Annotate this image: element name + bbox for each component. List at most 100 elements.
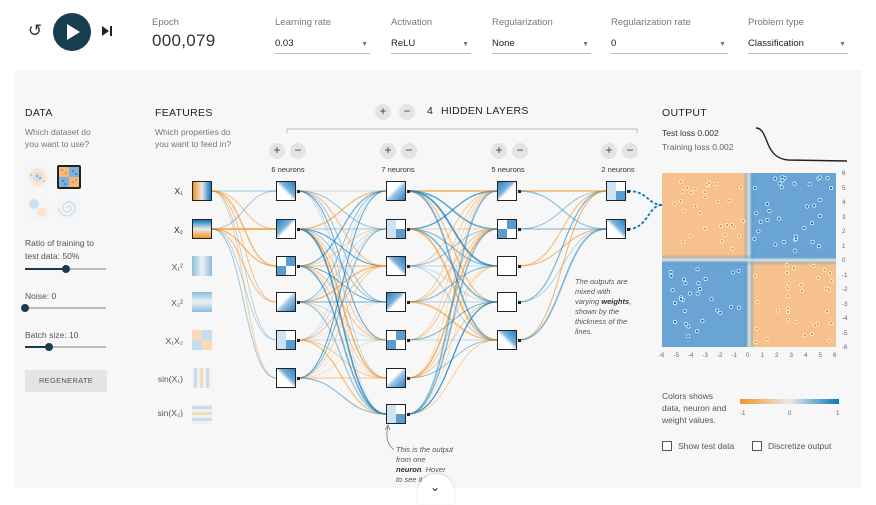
neuron-l2-n2[interactable] — [386, 219, 410, 239]
neuron-l1-n4[interactable] — [276, 292, 300, 312]
step-forward-button[interactable] — [101, 24, 115, 38]
weight-link[interactable] — [297, 190, 387, 379]
neuron-l1-n2[interactable] — [276, 219, 300, 239]
weight-link[interactable] — [407, 190, 498, 341]
neuron-l1-n6[interactable] — [276, 368, 300, 388]
feature-sin-x1[interactable] — [192, 368, 212, 388]
refresh-icon[interactable]: ↺ — [27, 21, 43, 40]
neuron-l4-n1[interactable] — [606, 181, 630, 201]
weight-link[interactable] — [297, 228, 387, 303]
noise-slider-knob[interactable] — [21, 304, 29, 312]
weight-link[interactable] — [297, 377, 387, 415]
weight-link[interactable] — [407, 228, 498, 267]
weight-link[interactable] — [297, 228, 387, 379]
layer-2-remove-neuron-button[interactable]: − — [401, 143, 417, 159]
weight-link[interactable] — [297, 301, 387, 341]
weight-link[interactable] — [211, 190, 277, 379]
play-button[interactable] — [53, 13, 91, 51]
dataset-circle-thumbnail[interactable] — [26, 165, 50, 189]
weight-link[interactable] — [518, 228, 607, 341]
weight-link[interactable] — [407, 190, 498, 230]
layer-1-remove-neuron-button[interactable]: − — [290, 143, 306, 159]
neuron-l2-n5[interactable] — [386, 330, 410, 350]
weight-link[interactable] — [211, 190, 277, 230]
regularization-rate-select[interactable]: 0▼ — [611, 36, 728, 54]
feature-sin-x2[interactable] — [192, 404, 212, 424]
discretize-output-checkbox[interactable] — [752, 441, 762, 451]
layer-3-remove-neuron-button[interactable]: − — [512, 143, 528, 159]
neuron-l2-n4[interactable] — [386, 292, 410, 312]
weight-link[interactable] — [211, 228, 277, 379]
problem-type-select[interactable]: Classification▼ — [748, 36, 848, 54]
weight-link[interactable] — [211, 228, 277, 341]
weight-link[interactable] — [407, 301, 498, 379]
weight-link[interactable] — [407, 190, 498, 303]
neuron-l3-n3[interactable] — [497, 256, 521, 276]
dataset-gaussian-thumbnail[interactable] — [26, 196, 50, 220]
dataset-xor-thumbnail[interactable] — [57, 165, 81, 189]
neuron-l1-n1[interactable] — [276, 181, 300, 201]
weight-link[interactable] — [407, 190, 498, 415]
regenerate-button[interactable]: REGENERATE — [25, 370, 107, 392]
weight-link[interactable] — [407, 190, 498, 267]
weight-link[interactable] — [407, 265, 498, 415]
weight-link[interactable] — [407, 301, 498, 341]
weight-link[interactable] — [211, 190, 277, 230]
neuron-l3-n4[interactable] — [497, 292, 521, 312]
weight-link[interactable] — [297, 265, 387, 379]
neuron-l3-n1[interactable] — [497, 181, 521, 201]
weight-link[interactable] — [297, 190, 387, 267]
feature-x1[interactable] — [192, 181, 212, 201]
regularization-select[interactable]: None▼ — [492, 36, 591, 54]
feature-x1x2[interactable] — [192, 330, 212, 350]
weight-link[interactable] — [407, 265, 498, 379]
weight-link[interactable] — [518, 190, 607, 341]
weight-link[interactable] — [297, 190, 387, 341]
weight-link[interactable] — [297, 301, 387, 341]
weight-link[interactable] — [407, 190, 498, 379]
layer-2-add-neuron-button[interactable]: + — [380, 143, 396, 159]
layer-3-add-neuron-button[interactable]: + — [491, 143, 507, 159]
weight-link[interactable] — [407, 228, 498, 379]
weight-link[interactable] — [211, 228, 277, 267]
weight-link[interactable] — [297, 190, 387, 341]
weight-link[interactable] — [297, 339, 387, 415]
learning-rate-select[interactable]: 0.03▼ — [275, 36, 370, 54]
weight-link[interactable] — [407, 228, 498, 341]
weight-link[interactable] — [297, 190, 387, 230]
weight-link[interactable] — [211, 228, 277, 303]
neuron-l2-n1[interactable] — [386, 181, 410, 201]
layer-1-add-neuron-button[interactable]: + — [269, 143, 285, 159]
feature-x1-squared[interactable] — [192, 256, 212, 276]
remove-layer-button[interactable]: − — [399, 104, 415, 120]
batch-size-slider[interactable] — [25, 343, 106, 351]
weight-link[interactable] — [297, 339, 387, 379]
neuron-l3-n5[interactable] — [497, 330, 521, 350]
activation-select[interactable]: ReLU▼ — [391, 36, 471, 54]
output-heatmap[interactable] — [662, 173, 836, 347]
weight-link[interactable] — [297, 190, 387, 303]
weight-link[interactable] — [518, 190, 607, 303]
batch-size-slider-knob[interactable] — [45, 343, 54, 351]
neuron-l4-n2[interactable] — [606, 219, 630, 239]
weight-link[interactable] — [297, 228, 387, 267]
weight-link[interactable] — [297, 228, 387, 303]
weight-link[interactable] — [407, 228, 498, 267]
weight-link[interactable] — [407, 228, 498, 415]
weight-link[interactable] — [297, 301, 387, 379]
noise-slider[interactable] — [21, 304, 106, 312]
add-layer-button[interactable]: + — [375, 104, 391, 120]
weight-link[interactable] — [407, 301, 498, 415]
feature-x2-squared[interactable] — [192, 292, 212, 312]
weight-link[interactable] — [518, 190, 607, 267]
layer-4-remove-neuron-button[interactable]: − — [622, 143, 638, 159]
layer-4-add-neuron-button[interactable]: + — [601, 143, 617, 159]
dataset-spiral-thumbnail[interactable] — [57, 196, 81, 220]
weight-link[interactable] — [297, 228, 387, 267]
neuron-l1-n3[interactable] — [276, 256, 300, 276]
ratio-slider-knob[interactable] — [61, 265, 70, 273]
scroll-down-button[interactable]: ⌄ — [418, 474, 454, 504]
ratio-slider[interactable] — [25, 265, 106, 273]
neuron-l1-n5[interactable] — [276, 330, 300, 350]
weight-link[interactable] — [297, 301, 387, 415]
